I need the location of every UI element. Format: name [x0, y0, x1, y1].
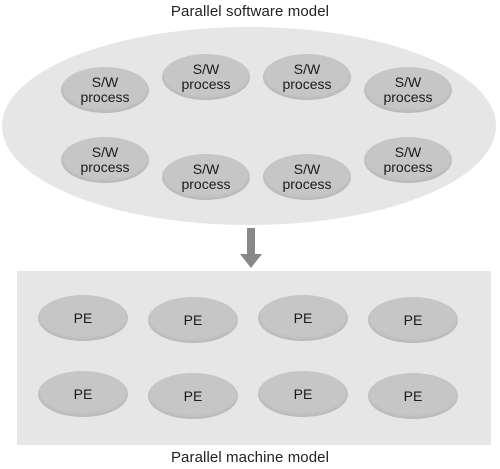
software-process-node: S/W process — [364, 137, 452, 183]
processing-element-node: PE — [148, 297, 238, 343]
software-process-node: S/W process — [61, 67, 149, 113]
processing-element-node: PE — [368, 297, 458, 343]
software-process-node: S/W process — [162, 54, 250, 100]
software-process-node: S/W process — [61, 137, 149, 183]
machine-model-caption: Parallel machine model — [170, 449, 330, 466]
software-model-caption: Parallel software model — [170, 3, 330, 20]
software-process-node: S/W process — [162, 154, 250, 200]
processing-element-node: PE — [258, 371, 348, 417]
processing-element-node: PE — [258, 295, 348, 341]
software-model-region — [2, 27, 496, 225]
processing-element-node: PE — [368, 373, 458, 419]
software-process-node: S/W process — [263, 154, 351, 200]
software-process-node: S/W process — [364, 67, 452, 113]
software-process-node: S/W process — [263, 54, 351, 100]
processing-element-node: PE — [38, 295, 128, 341]
processing-element-node: PE — [38, 371, 128, 417]
processing-element-node: PE — [148, 373, 238, 419]
down-arrow-icon — [240, 228, 262, 268]
